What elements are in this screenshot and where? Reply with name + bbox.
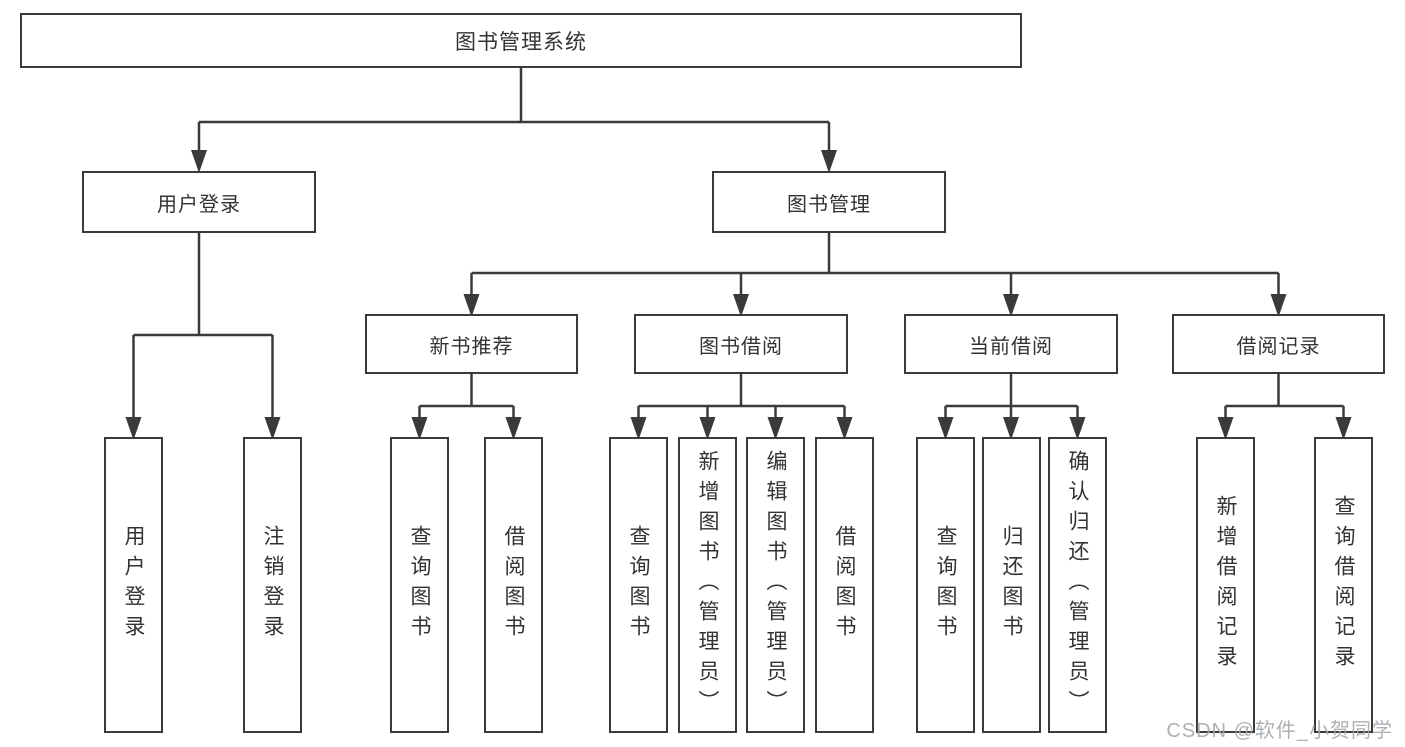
node-leaf-add-borrow-record: 新增借阅记录	[1196, 437, 1255, 733]
arrow-down-icon	[821, 150, 837, 173]
csdn-watermark: CSDN @软件_小贺同学	[1166, 720, 1393, 742]
node-user-login: 用户登录	[82, 171, 316, 233]
node-label: 新书推荐	[429, 335, 514, 358]
node-label: 归还图书	[1000, 525, 1023, 645]
node-label: 新增借阅记录	[1214, 495, 1237, 675]
node-root-label: 图书管理系统	[455, 30, 587, 54]
node-label: 新增图书（管理员）	[696, 450, 719, 720]
node-label: 借阅图书	[502, 525, 525, 645]
node-leaf-borrow-books-2: 借阅图书	[815, 437, 874, 733]
node-label: 图书借阅	[699, 335, 783, 358]
node-label: 用户登录	[122, 525, 145, 645]
node-leaf-logout: 注销登录	[243, 437, 302, 733]
tree-arrow-shafts	[132, 122, 1345, 427]
node-leaf-confirm-return-admin: 确认归还（管理员）	[1048, 437, 1107, 733]
node-label: 用户登录	[157, 193, 241, 216]
node-leaf-query-books-3: 查询图书	[916, 437, 975, 733]
node-leaf-query-books-2: 查询图书	[609, 437, 668, 733]
node-label: 注销登录	[261, 525, 284, 645]
node-leaf-user-login: 用户登录	[104, 437, 163, 733]
node-current-borrow: 当前借阅	[904, 314, 1118, 374]
node-new-book-recommend: 新书推荐	[365, 314, 578, 374]
node-leaf-return-book: 归还图书	[982, 437, 1041, 733]
node-leaf-edit-book-admin: 编辑图书（管理员）	[746, 437, 805, 733]
node-book-borrow: 图书借阅	[634, 314, 848, 374]
node-label: 查询图书	[627, 525, 650, 645]
node-leaf-borrow-books-1: 借阅图书	[484, 437, 543, 733]
node-label: 编辑图书（管理员）	[764, 450, 787, 720]
node-root: 图书管理系统	[20, 13, 1022, 68]
node-label: 借阅图书	[833, 525, 856, 645]
arrow-down-icon	[191, 150, 207, 173]
node-label: 确认归还（管理员）	[1066, 450, 1089, 720]
node-leaf-query-books-1: 查询图书	[390, 437, 449, 733]
node-label: 查询图书	[934, 525, 957, 645]
node-label: 借阅记录	[1236, 335, 1321, 358]
node-label: 查询图书	[408, 525, 431, 645]
node-label: 图书管理	[787, 193, 871, 216]
node-leaf-query-borrow-record: 查询借阅记录	[1314, 437, 1373, 733]
node-label: 当前借阅	[969, 335, 1053, 358]
node-leaf-add-book-admin: 新增图书（管理员）	[678, 437, 737, 733]
node-book-management: 图书管理	[712, 171, 946, 233]
node-borrow-records: 借阅记录	[1172, 314, 1385, 374]
tree-branch-lines	[133, 68, 1344, 408]
node-label: 查询借阅记录	[1332, 495, 1355, 675]
